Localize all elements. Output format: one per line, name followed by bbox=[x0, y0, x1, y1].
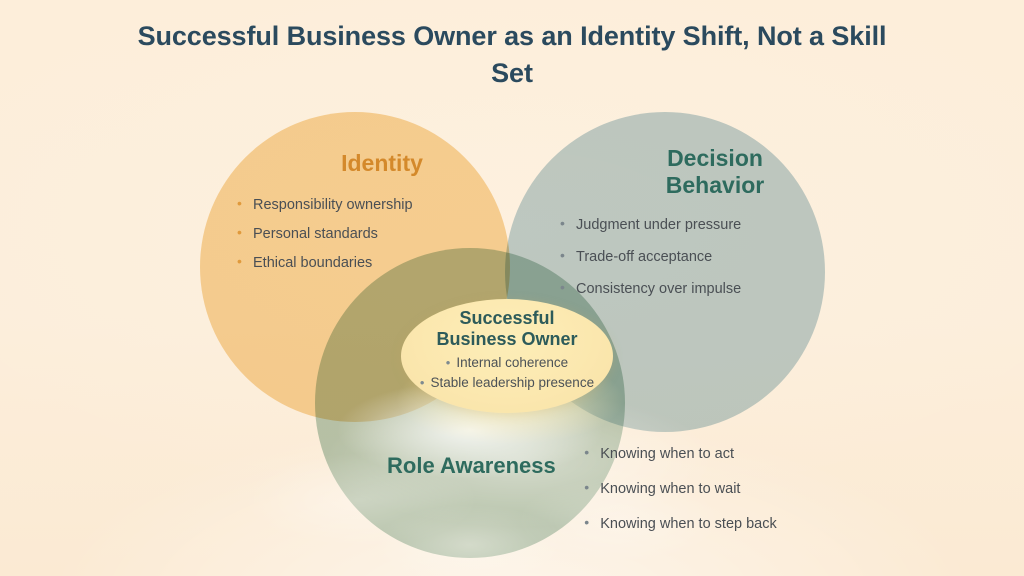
group-identity: Identity Responsibility ownership Person… bbox=[237, 150, 527, 285]
list-item: Ethical boundaries bbox=[237, 254, 527, 271]
list-item: Personal standards bbox=[237, 225, 527, 242]
heading-line-1: Decision bbox=[667, 145, 763, 171]
list-item: Internal coherence bbox=[401, 353, 613, 373]
list-item: Consistency over impulse bbox=[560, 280, 830, 297]
group-role-awareness-heading: Role Awareness bbox=[387, 453, 556, 478]
list-item: Knowing when to wait bbox=[584, 480, 777, 497]
group-identity-list: Responsibility ownership Personal standa… bbox=[237, 196, 527, 272]
list-item: Knowing when to step back bbox=[584, 515, 777, 532]
list-item: Knowing when to act bbox=[584, 445, 777, 462]
heading-line-1: Successful bbox=[459, 308, 555, 328]
center-heading: Successful Business Owner bbox=[401, 299, 613, 350]
list-item: Responsibility ownership bbox=[237, 196, 527, 213]
group-identity-heading: Identity bbox=[341, 150, 423, 176]
heading-line-2: Behavior bbox=[665, 171, 765, 198]
list-item: Trade-off acceptance bbox=[560, 248, 830, 265]
group-role-awareness: Role Awareness Knowing when to act Knowi… bbox=[387, 445, 837, 552]
group-role-awareness-list: Knowing when to act Knowing when to wait… bbox=[584, 445, 777, 552]
center-list: Internal coherence Stable leadership pre… bbox=[401, 353, 613, 393]
list-item: Judgment under pressure bbox=[560, 216, 830, 233]
list-item: Stable leadership presence bbox=[401, 373, 613, 393]
group-decision-behavior: Decision Behavior Judgment under pressur… bbox=[560, 145, 830, 314]
group-decision-behavior-list: Judgment under pressure Trade-off accept… bbox=[560, 216, 830, 298]
group-decision-behavior-heading: Decision Behavior bbox=[600, 145, 830, 199]
heading-line-2: Business Owner bbox=[436, 329, 578, 350]
venn-center-successful-business-owner: Successful Business Owner Internal coher… bbox=[401, 299, 613, 413]
